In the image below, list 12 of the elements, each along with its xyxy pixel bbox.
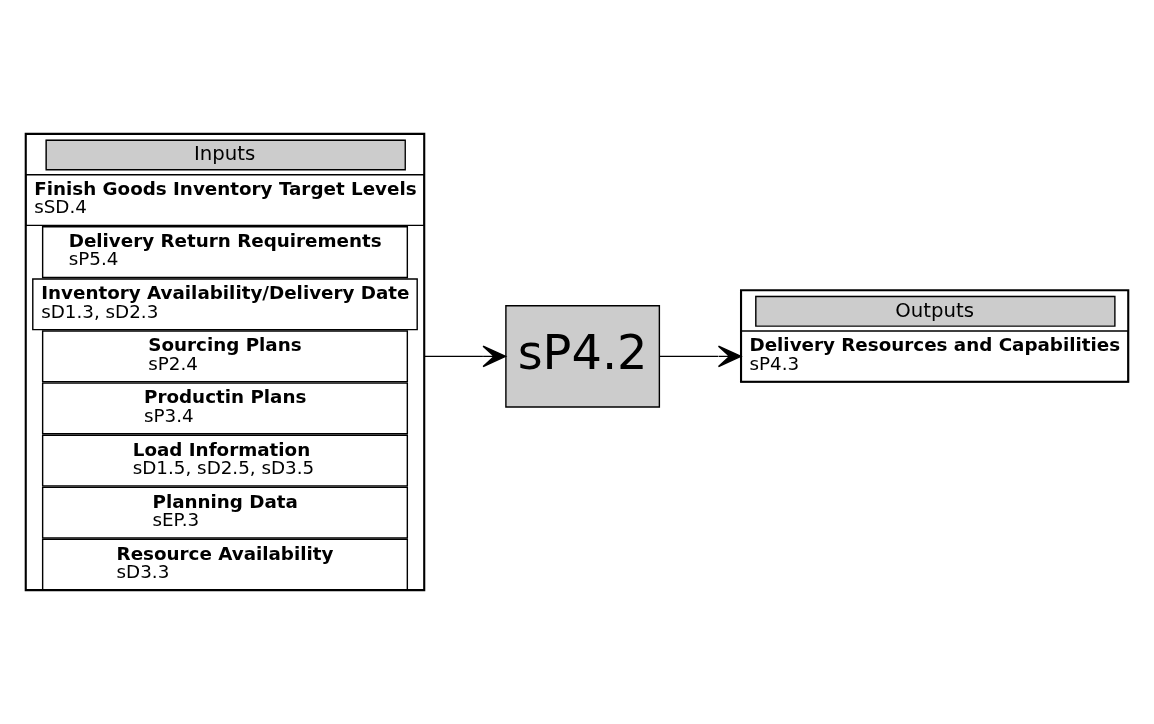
node-box: Productin Plans sP3.4 xyxy=(41,382,409,435)
arrow xyxy=(658,345,742,368)
node-box: Resource Availability sD3.3 xyxy=(41,538,409,591)
node-box: Load Information sD1.5, sD2.5, sD3.5 xyxy=(41,434,409,487)
arrow xyxy=(423,345,507,368)
node-box: Delivery Return Requirements sP5.4 xyxy=(41,226,409,279)
node-box: Inventory Availability/Delivery Date sD1.3, sD2.3 xyxy=(32,278,418,331)
node-box: Sourcing Plans sP2.4 xyxy=(41,330,409,383)
node-box: Planning Data sEP.3 xyxy=(41,486,409,539)
node-box: sP4.2 xyxy=(505,304,661,408)
node-box: Finish Goods Inventory Target Levels sSD.4 xyxy=(25,174,425,227)
node-box: Delivery Resources and Capabilities sP4.3 xyxy=(740,330,1129,383)
